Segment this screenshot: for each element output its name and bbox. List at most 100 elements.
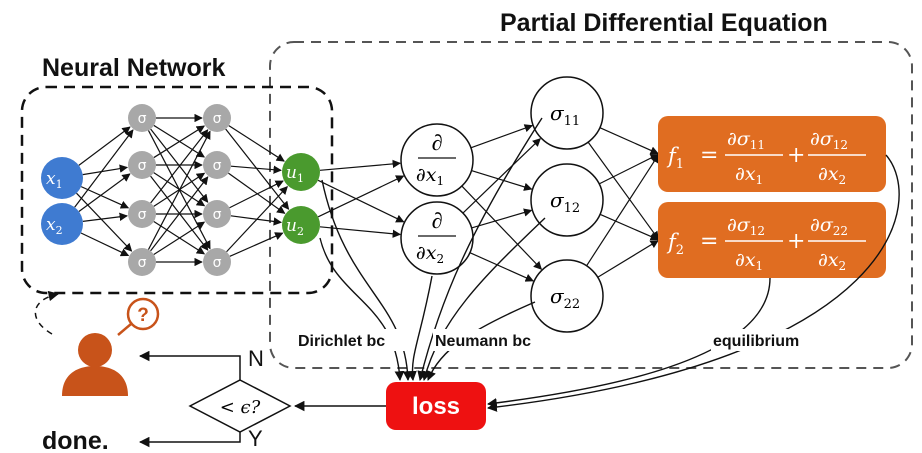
hidden-node: σ bbox=[128, 104, 156, 132]
svg-text:u1: u1 bbox=[286, 163, 304, 185]
input-node-x1: x1 bbox=[41, 157, 83, 199]
hidden-node: σ bbox=[203, 151, 231, 179]
edge bbox=[150, 129, 209, 204]
stress-node-sigma12: σ12 bbox=[530, 163, 604, 237]
edge bbox=[230, 215, 283, 226]
edge bbox=[471, 208, 533, 229]
svg-text:∂x1: ∂x1 bbox=[735, 163, 763, 187]
edge bbox=[228, 172, 286, 214]
edge bbox=[319, 159, 401, 171]
svg-text:=: = bbox=[700, 143, 718, 168]
svg-text:loss: loss bbox=[412, 393, 460, 420]
svg-text:∂σ12: ∂σ12 bbox=[810, 128, 848, 152]
edge bbox=[319, 226, 402, 238]
svg-text:σ11: σ11 bbox=[550, 101, 580, 129]
hidden-node: σ bbox=[128, 248, 156, 276]
hidden-node: σ bbox=[128, 151, 156, 179]
svg-text:=: = bbox=[700, 229, 718, 254]
svg-text:σ: σ bbox=[138, 158, 147, 174]
hidden-node: σ bbox=[203, 200, 231, 228]
output-node-u1: u1 bbox=[282, 153, 320, 191]
edge bbox=[471, 170, 533, 191]
done-label: done. bbox=[42, 427, 109, 453]
edge bbox=[229, 232, 284, 257]
edge bbox=[74, 129, 134, 208]
feedback-arrow bbox=[34, 290, 60, 335]
convergence-check-diamond: < ϵ? bbox=[188, 379, 292, 433]
derivative-node-x1: ∂ ∂x1 bbox=[400, 123, 474, 197]
edge bbox=[599, 213, 659, 241]
svg-text:+: + bbox=[787, 229, 805, 254]
edge bbox=[82, 212, 128, 222]
edge bbox=[599, 127, 659, 155]
derivative-node-x2: ∂ ∂x2 bbox=[400, 201, 474, 275]
svg-text:σ: σ bbox=[213, 207, 222, 223]
svg-text:∂x1: ∂x1 bbox=[735, 249, 763, 273]
svg-text:f2: f2 bbox=[666, 230, 684, 258]
edge bbox=[230, 165, 282, 174]
svg-text:σ: σ bbox=[138, 111, 147, 127]
svg-text:∂x1: ∂x1 bbox=[416, 164, 444, 188]
network-edges bbox=[74, 113, 290, 267]
edge bbox=[586, 154, 659, 267]
edge bbox=[153, 221, 206, 255]
edge bbox=[80, 232, 130, 257]
edge bbox=[147, 130, 211, 250]
svg-text:∂σ11: ∂σ11 bbox=[727, 128, 765, 152]
stress-node-sigma11: σ11 bbox=[530, 76, 604, 150]
svg-text:∂x2: ∂x2 bbox=[818, 249, 846, 273]
edge bbox=[82, 164, 129, 176]
svg-text:∂σ22: ∂σ22 bbox=[810, 214, 848, 238]
svg-text:u2: u2 bbox=[286, 216, 304, 238]
yes-branch-label: Y bbox=[248, 426, 263, 451]
edge bbox=[317, 179, 405, 223]
output-node-u2: u2 bbox=[282, 206, 320, 244]
svg-text:σ: σ bbox=[213, 111, 222, 127]
svg-text:f1: f1 bbox=[666, 144, 684, 172]
svg-text:σ: σ bbox=[213, 255, 222, 271]
svg-text:?: ? bbox=[137, 305, 149, 326]
svg-text:∂x2: ∂x2 bbox=[416, 242, 444, 266]
hidden-node: σ bbox=[203, 104, 231, 132]
loss-box: loss bbox=[386, 382, 486, 430]
neural-network-title: Neural Network bbox=[42, 54, 225, 82]
hidden-layers: σ σ σ σ σ σ σ σ bbox=[128, 104, 231, 276]
edge bbox=[461, 185, 543, 270]
edge bbox=[229, 180, 284, 209]
equilibrium-label: equilibrium bbox=[713, 333, 799, 350]
equation-box-f1: f1 = ∂σ11 ∂x1 + ∂σ12 ∂x2 bbox=[658, 116, 886, 192]
no-branch-label: N bbox=[248, 346, 264, 371]
hidden-node: σ bbox=[203, 248, 231, 276]
edge bbox=[76, 192, 133, 252]
svg-text:∂σ12: ∂σ12 bbox=[727, 214, 765, 238]
loss-connectors bbox=[319, 117, 900, 412]
stress-node-sigma22: σ22 bbox=[530, 259, 604, 333]
hidden-node: σ bbox=[128, 200, 156, 228]
svg-text:x2: x2 bbox=[46, 215, 63, 237]
svg-text:σ: σ bbox=[138, 207, 147, 223]
edge bbox=[225, 128, 290, 210]
edge bbox=[470, 124, 533, 149]
edge bbox=[80, 186, 130, 209]
edge bbox=[78, 173, 131, 213]
svg-text:σ22: σ22 bbox=[550, 284, 580, 312]
neural-network-region bbox=[20, 85, 334, 295]
edge bbox=[597, 240, 659, 278]
svg-text:< ϵ?: < ϵ? bbox=[220, 397, 261, 418]
edge bbox=[598, 153, 659, 185]
svg-text:∂: ∂ bbox=[432, 130, 443, 155]
svg-text:σ: σ bbox=[138, 255, 147, 271]
edge bbox=[228, 125, 285, 162]
edge bbox=[587, 141, 659, 240]
svg-text:σ: σ bbox=[213, 158, 222, 174]
dirichlet-bc-label: Dirichlet bc bbox=[298, 333, 385, 350]
edge bbox=[317, 175, 405, 218]
edge bbox=[462, 138, 541, 214]
input-node-x2: x2 bbox=[41, 203, 83, 245]
svg-text:+: + bbox=[787, 143, 805, 168]
svg-text:∂: ∂ bbox=[432, 208, 443, 233]
edge bbox=[150, 176, 209, 252]
edge bbox=[469, 252, 534, 282]
edge bbox=[78, 126, 131, 166]
